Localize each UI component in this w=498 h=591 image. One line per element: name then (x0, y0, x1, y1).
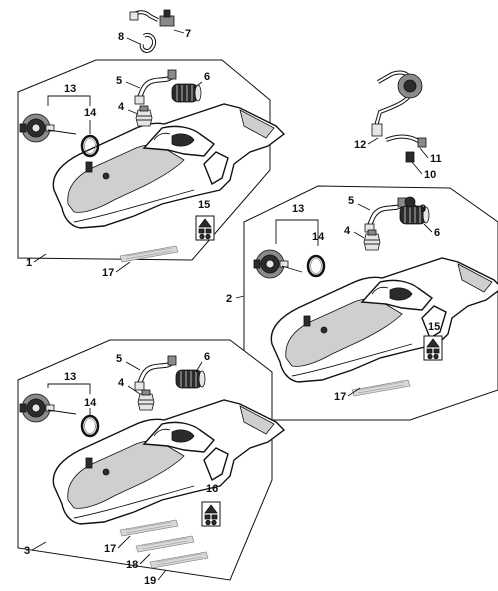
cap-icon (404, 196, 416, 208)
fuel-hose-icon (129, 9, 175, 53)
part-label-18: 18 (126, 559, 138, 571)
warning-label-icon (201, 501, 221, 527)
part-label-4: 4 (344, 225, 351, 237)
part-label-6: 6 (204, 71, 210, 83)
part-label-10: 10 (424, 169, 436, 181)
part-label-11: 11 (430, 153, 442, 165)
filter-icon (171, 83, 202, 103)
part-label-3: 3 (24, 545, 30, 557)
warning-label-icon (423, 335, 443, 361)
part-label-17: 17 (104, 543, 116, 555)
part-label-15: 15 (428, 321, 440, 333)
part-label-2: 2 (226, 293, 232, 305)
filter-icon (175, 369, 206, 389)
part-label-14: 14 (84, 397, 97, 409)
part-label-4: 4 (118, 101, 125, 113)
part-label-1: 1 (26, 257, 32, 269)
part-label-5: 5 (348, 195, 354, 207)
part-label-7: 7 (185, 28, 191, 40)
part-label-13: 13 (64, 83, 76, 95)
part-label-9: 9 (420, 203, 426, 215)
part-label-13: 13 (292, 203, 304, 215)
warning-label-icon (195, 215, 215, 241)
part-label-15: 15 (198, 199, 210, 211)
part-label-6: 6 (204, 351, 210, 363)
part-label-16: 16 (206, 483, 218, 495)
part-label-14: 14 (84, 107, 97, 119)
part-label-4: 4 (118, 377, 125, 389)
part-label-8: 8 (118, 31, 124, 43)
part-label-14: 14 (312, 231, 325, 243)
part-label-5: 5 (116, 75, 122, 87)
part-label-6: 6 (434, 227, 440, 239)
fuel-hose-icon (371, 70, 427, 163)
part-label-19: 19 (144, 575, 156, 587)
part-label-17: 17 (102, 267, 114, 279)
part-label-17: 17 (334, 391, 346, 403)
part-label-13: 13 (64, 371, 76, 383)
part-label-5: 5 (116, 353, 122, 365)
part-label-12: 12 (354, 139, 366, 151)
